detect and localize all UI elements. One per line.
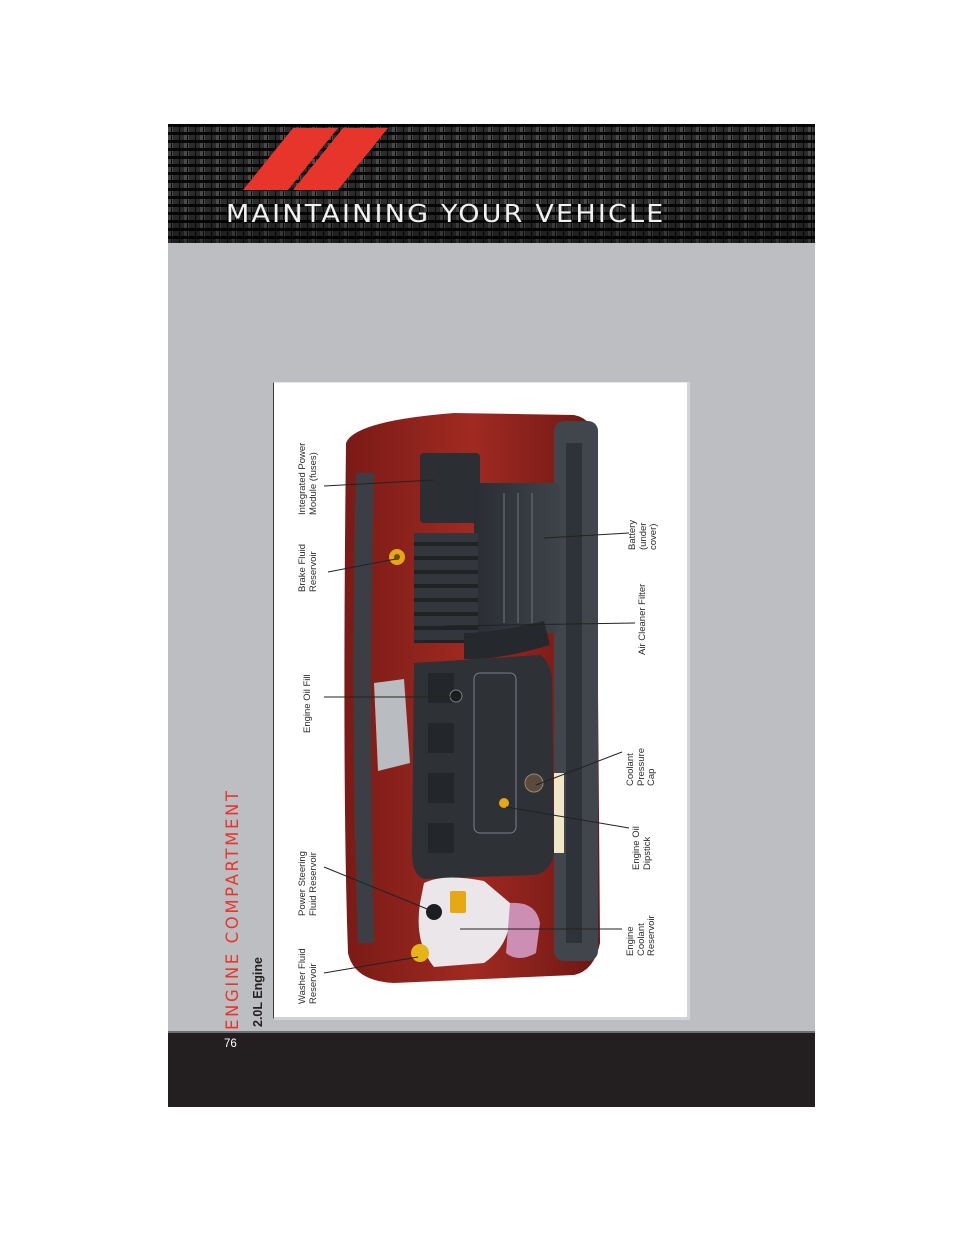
callout-washer-fluid-reservoir: Washer Fluid Reservoir	[297, 948, 319, 1004]
engine-compartment-photo	[323, 413, 636, 983]
callout-air-cleaner-filter: Air Cleaner Filter	[637, 583, 648, 655]
callout-engine-coolant-reservoir: Engine Coolant Reservoir	[625, 915, 657, 956]
callout-brake-fluid-reservoir: Brake Fluid Reservoir	[297, 543, 319, 592]
chapter-header: MAINTAINING YOUR VEHICLE	[168, 124, 815, 243]
callout-power-steering-fluid-reservoir: Power Steering Fluid Reservoir	[297, 851, 319, 916]
page-number: 76	[224, 1038, 237, 1050]
manual-page: MAINTAINING YOUR VEHICLE ENGINE COMPARTM…	[168, 124, 815, 1107]
callout-engine-oil-dipstick: Engine Oil Dipstick	[631, 826, 653, 870]
callout-battery: Battery (under cover)	[627, 519, 659, 550]
engine-compartment-figure: Integrated Power Module (fuses) Brake Fl…	[273, 382, 690, 1020]
section-subtitle: 2.0L Engine	[251, 957, 265, 1027]
section-title: ENGINE COMPARTMENT	[223, 788, 242, 1030]
callout-engine-oil-fill: Engine Oil Fill	[302, 674, 313, 733]
double-red-stripe-icon	[243, 128, 388, 190]
callout-integrated-power-module: Integrated Power Module (fuses)	[297, 442, 319, 515]
chapter-title: MAINTAINING YOUR VEHICLE	[226, 200, 666, 229]
page-footer: 76	[168, 1031, 815, 1107]
callout-coolant-pressure-cap: Coolant Pressure Cap	[625, 747, 657, 786]
